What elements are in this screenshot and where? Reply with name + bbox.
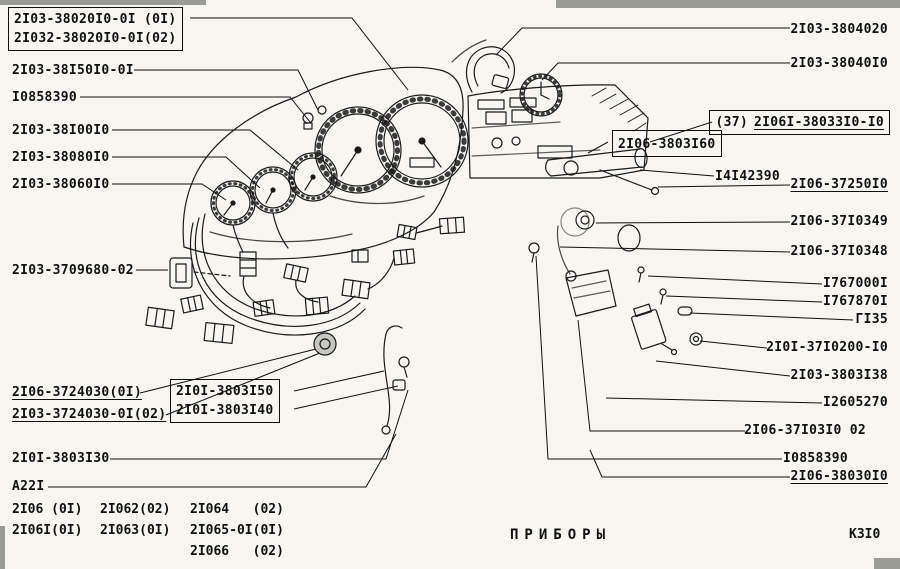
table-cell: [100, 541, 190, 562]
part-number-label: 2I03-38080I0: [12, 150, 110, 165]
part-number-label: A22I: [12, 479, 45, 494]
part-number-label: 2I0I-3803I30: [12, 451, 110, 466]
label-box-ignition-coil: 2I03-38020I0-0I (0I) 2I032-38020I0-0I(02…: [8, 7, 183, 51]
tachometer-gauge: [314, 106, 402, 194]
part-number-label: 2I03-3724030-0I(02): [12, 407, 167, 422]
label-box-37: (37) 2I06I-38033I0-I0: [709, 110, 890, 135]
part-number-label: 2I03-38060I0: [12, 177, 110, 192]
harness-connectors: [145, 216, 466, 345]
small-gauge-oil: [288, 152, 338, 202]
steering-column-switch: [545, 147, 660, 196]
part-number-label: 2I06-37I0348: [790, 244, 888, 259]
part-number-label: 2I0I-3803I40: [176, 403, 274, 418]
rubber-grommet: [313, 332, 337, 356]
model-applicability-table: 2I06 (0I) 2I062(02) 2I064 (02) 2I06I(0I)…: [12, 499, 340, 562]
speedometer-cable: [381, 325, 410, 435]
table-cell: 2I065-0I(0I): [190, 523, 284, 538]
table-cell: 2I066 (02): [190, 544, 284, 559]
table-cell: 2I063(0I): [100, 523, 171, 538]
table-cell: 2I06I(0I): [12, 523, 83, 538]
leader-lines: [48, 17, 854, 488]
part-number-label: 2I03-38I00I0: [12, 123, 110, 138]
part-number-label: 2I0I-3803I50: [176, 384, 274, 399]
ignition-switch: [560, 207, 641, 252]
page-edge-artifact: [0, 526, 5, 569]
label-box-switch: 2I06-3803I60: [612, 130, 722, 157]
part-number-label: 2I03-3804020: [790, 22, 888, 37]
label-box-lamp-sockets: 2I0I-3803I50 2I0I-3803I40: [170, 379, 280, 423]
washer-bag: [556, 225, 617, 317]
part-number-label: 2I03-38020I0-0I (0I): [14, 12, 177, 27]
part-number-label: I0858390: [12, 90, 78, 105]
part-number-label: I4I42390: [714, 169, 780, 184]
part-number-label: 2I06-38030I0: [790, 469, 888, 484]
part-number-label: 2I06-37I03I0 02: [744, 423, 866, 438]
part-number-label: 2I03-3803I38: [790, 368, 888, 383]
relay: [631, 303, 667, 350]
table-cell: [12, 541, 100, 562]
part-number-label: 2I06-3803I60: [618, 137, 716, 152]
part-number-label: 2I0I-37I0200-I0: [766, 340, 888, 355]
fasteners: [637, 266, 703, 346]
part-number-label: 2I06-3724030(0I): [12, 385, 143, 400]
table-cell: 2I064 (02): [190, 502, 284, 517]
section-caption: ПРИБОРЫ: [510, 527, 612, 543]
part-number-label: I767000I: [822, 276, 888, 291]
speedometer-gauge: [375, 94, 469, 188]
part-number-label: I767870I: [822, 294, 888, 309]
indicator-bulbs: [302, 105, 540, 263]
part-number-label: 2I032-38020I0-0I(02): [14, 31, 177, 46]
wiring-harness: [189, 212, 443, 336]
part-number-label: I0858390: [782, 451, 848, 466]
part-number-label: 2I03-38040I0: [790, 56, 888, 71]
part-number-label: 2I06-37I0349: [790, 214, 888, 229]
part-number-label: ГI35: [855, 312, 888, 327]
page-edge-artifact: [556, 0, 900, 8]
bulb-holder-bracket: [169, 257, 231, 289]
table-cell: 2I062(02): [100, 502, 171, 517]
clock-assembly: [465, 46, 563, 117]
page-code: К3I0: [849, 527, 881, 542]
part-number-label: 2I06I-38033I0-I0: [753, 115, 884, 130]
part-number-label: I2605270: [822, 395, 888, 410]
part-number-label: 2I03-3709680-02: [12, 263, 134, 278]
part-number-label: 2I03-38I50I0-0I: [12, 63, 134, 78]
note-prefix: (37): [715, 115, 748, 130]
page-edge-artifact: [874, 558, 900, 569]
table-cell: 2I06 (0I): [12, 502, 83, 517]
instrument-cluster-illustration: [145, 39, 703, 435]
part-number-label: 2I06-37250I0: [790, 177, 888, 192]
page-edge-artifact: [0, 0, 206, 5]
small-gauge-fuel: [210, 180, 256, 226]
